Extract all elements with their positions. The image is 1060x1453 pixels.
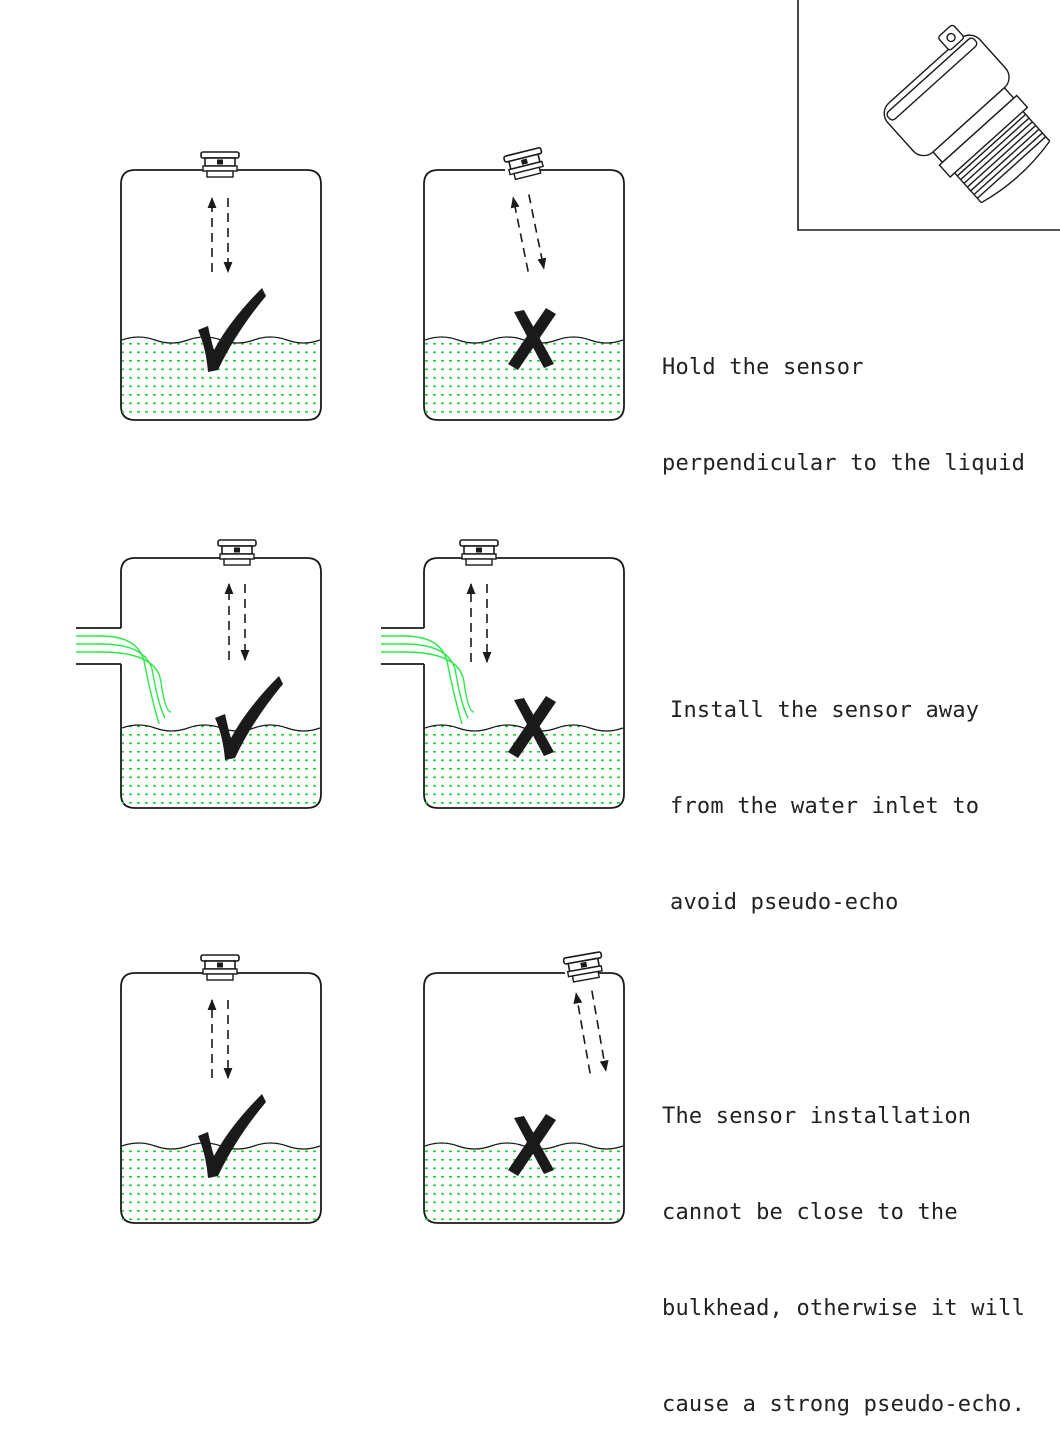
sensor-icon xyxy=(503,147,544,181)
installation-diagram xyxy=(76,0,1060,1224)
product-illustration xyxy=(797,0,1060,231)
caption-line: The sensor installation xyxy=(662,1104,972,1129)
water-stream xyxy=(381,635,463,725)
caption-inlet: Install the sensor away from the water i… xyxy=(670,631,979,951)
tank-wall xyxy=(120,169,322,421)
tank-incorrect-inlet xyxy=(381,539,625,809)
tank-wall xyxy=(423,169,625,421)
caption-line: cause a strong pseudo-echo. xyxy=(662,1392,1026,1417)
water-stream xyxy=(76,651,172,713)
cross-mark-icon xyxy=(508,1114,556,1176)
caption-perpendicular: Hold the sensor perpendicular to the liq… xyxy=(662,288,1025,512)
liquid-surface xyxy=(424,724,624,732)
tank-incorrect-bulkhead xyxy=(423,951,625,1224)
liquid-surface xyxy=(424,336,624,344)
sensor-icon xyxy=(562,951,603,983)
tank-incorrect-perpendicular xyxy=(423,147,625,421)
liquid xyxy=(122,725,320,806)
check-mark-icon xyxy=(198,288,266,372)
check-mark-icon xyxy=(198,1094,266,1178)
sensor-icon xyxy=(459,539,499,566)
check-mark-icon xyxy=(215,676,283,760)
liquid xyxy=(122,1143,320,1221)
tank-wall xyxy=(423,972,625,1224)
water-stream xyxy=(381,643,469,719)
liquid xyxy=(425,725,623,806)
sensor-icon xyxy=(200,151,240,178)
sensor-icon xyxy=(217,539,257,566)
echo-beam xyxy=(573,992,591,1074)
caption-line: cannot be close to the xyxy=(662,1200,958,1225)
tank-wall xyxy=(120,972,322,1224)
caption-line: Hold the sensor xyxy=(662,355,864,380)
sensor-icon xyxy=(200,954,240,981)
caption-line: Install the sensor away xyxy=(670,698,980,723)
tank-correct-bulkhead xyxy=(120,954,322,1224)
tank-correct-perpendicular xyxy=(120,151,322,421)
caption-line: avoid pseudo-echo xyxy=(670,890,899,915)
water-stream xyxy=(76,635,160,725)
water-stream xyxy=(76,643,166,719)
cross-mark-icon xyxy=(508,696,556,758)
emitted-beam xyxy=(591,990,609,1072)
liquid-surface xyxy=(424,1142,624,1150)
liquid xyxy=(122,337,320,418)
sensor-product-icon xyxy=(883,24,1051,204)
caption-bulkhead: The sensor installation cannot be close … xyxy=(662,1037,1025,1453)
caption-line: bulkhead, otherwise it will xyxy=(662,1296,1026,1321)
tank-correct-inlet xyxy=(76,539,322,809)
echo-beam xyxy=(510,196,529,272)
liquid xyxy=(425,337,623,418)
water-stream xyxy=(381,651,475,713)
cross-mark-icon xyxy=(508,308,556,370)
liquid xyxy=(425,1143,623,1221)
caption-line: perpendicular to the liquid xyxy=(662,451,1026,476)
caption-line: from the water inlet to xyxy=(670,794,980,819)
emitted-beam xyxy=(528,194,547,270)
